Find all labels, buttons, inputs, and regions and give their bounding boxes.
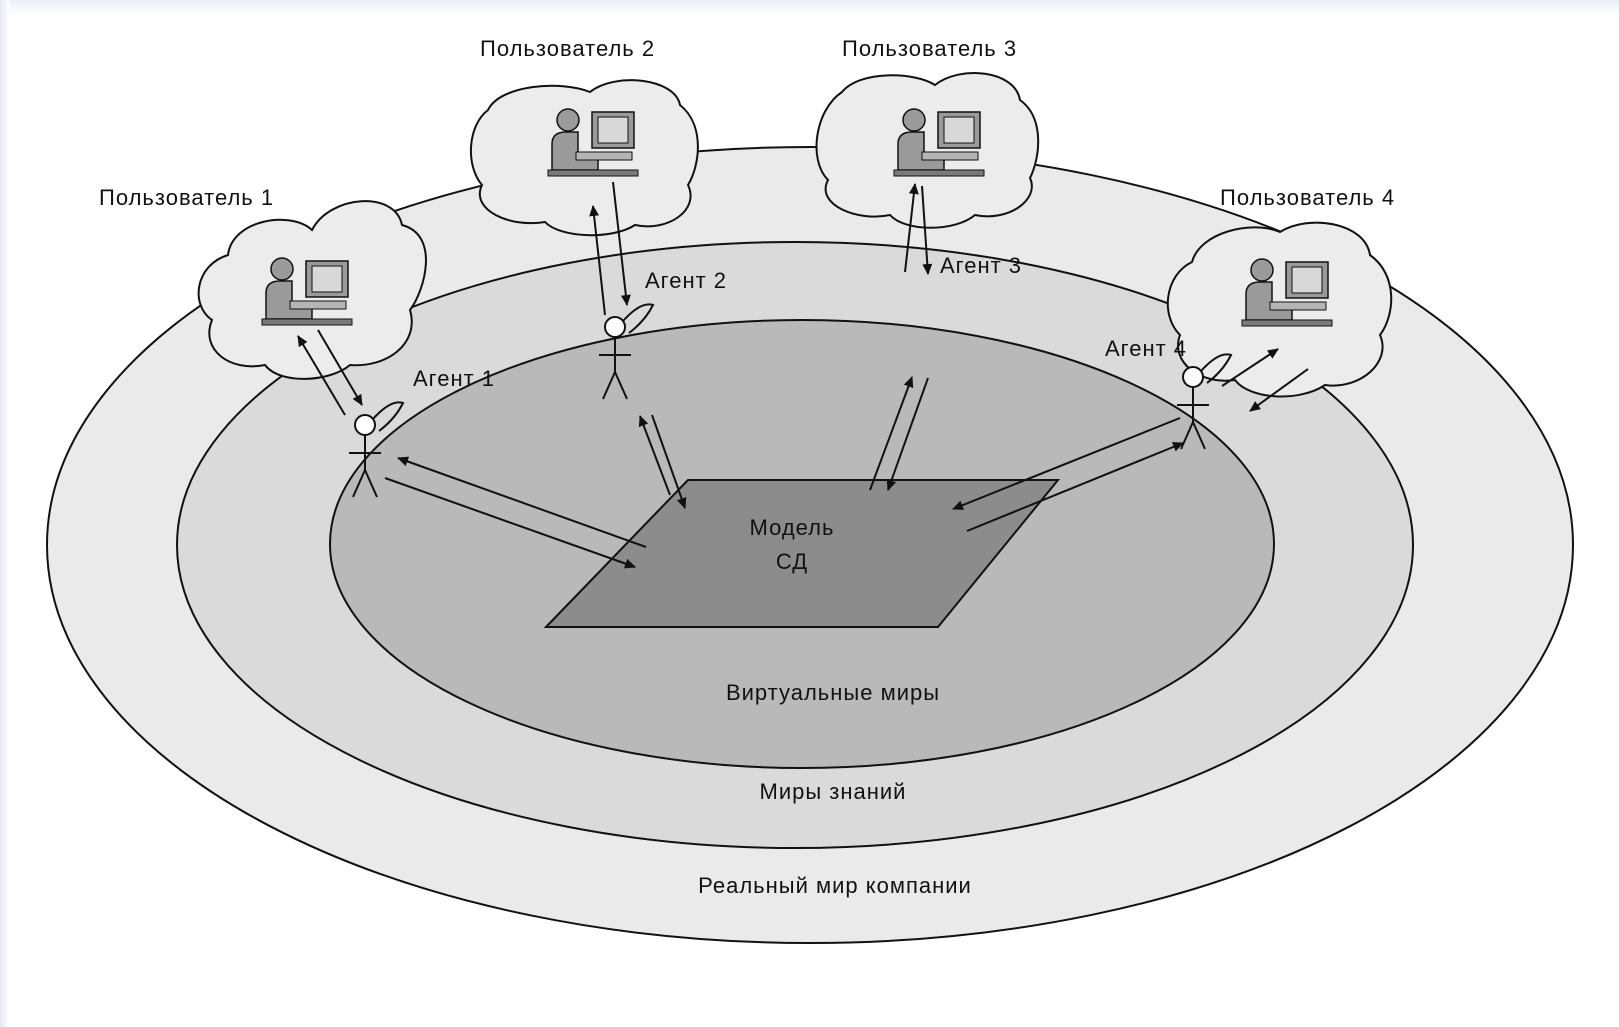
user-4-label: Пользователь 4 [1220,185,1395,210]
agent-2-label: Агент 2 [645,268,727,293]
knowledge-worlds-label: Миры знаний [760,779,907,804]
arrow-model-to-agent4 [966,442,1184,532]
arrow-agent3-to-model [886,377,929,491]
agent-1-label: Агент 1 [413,366,495,391]
arrow-agent4-to-user4 [1221,348,1279,387]
arrow-user2-to-agent2 [612,181,631,306]
arrow-agent1-to-model [384,477,636,569]
user-2-label: Пользователь 2 [480,36,655,61]
virtual-worlds-label: Виртуальные миры [726,680,940,705]
arrow-agent4-to-model [952,417,1181,510]
model-label-line1: Модель [750,515,835,540]
agent-4-figure-icon [1177,353,1233,450]
agent-1-figure-icon [349,401,405,498]
arrow-user4-to-agent4 [1249,368,1309,412]
agent-2-figure-icon [599,303,655,400]
real-world-label: Реальный мир компании [698,873,972,898]
arrow-model-to-agent1 [397,456,647,548]
arrow-model-to-agent3 [869,376,914,491]
model-sd-shape [543,479,1061,628]
arrow-agent2-to-model [651,414,687,509]
arrow-agent3-to-user3 [904,183,919,273]
agent-4-label: Агент 4 [1105,336,1187,361]
arrow-model-to-agent2 [638,415,671,496]
user-3-label: Пользователь 3 [842,36,1017,61]
user-3-cloud [815,72,1040,229]
user-1-label: Пользователь 1 [99,185,274,210]
arrow-user1-to-agent1 [317,329,363,406]
agent-3-label: Агент 3 [940,253,1022,278]
arrow-agent2-to-user2 [589,205,606,316]
model-label-line2: СД [776,549,808,574]
arrow-agent1-to-user1 [297,335,346,416]
arrow-user3-to-agent3 [921,185,933,275]
